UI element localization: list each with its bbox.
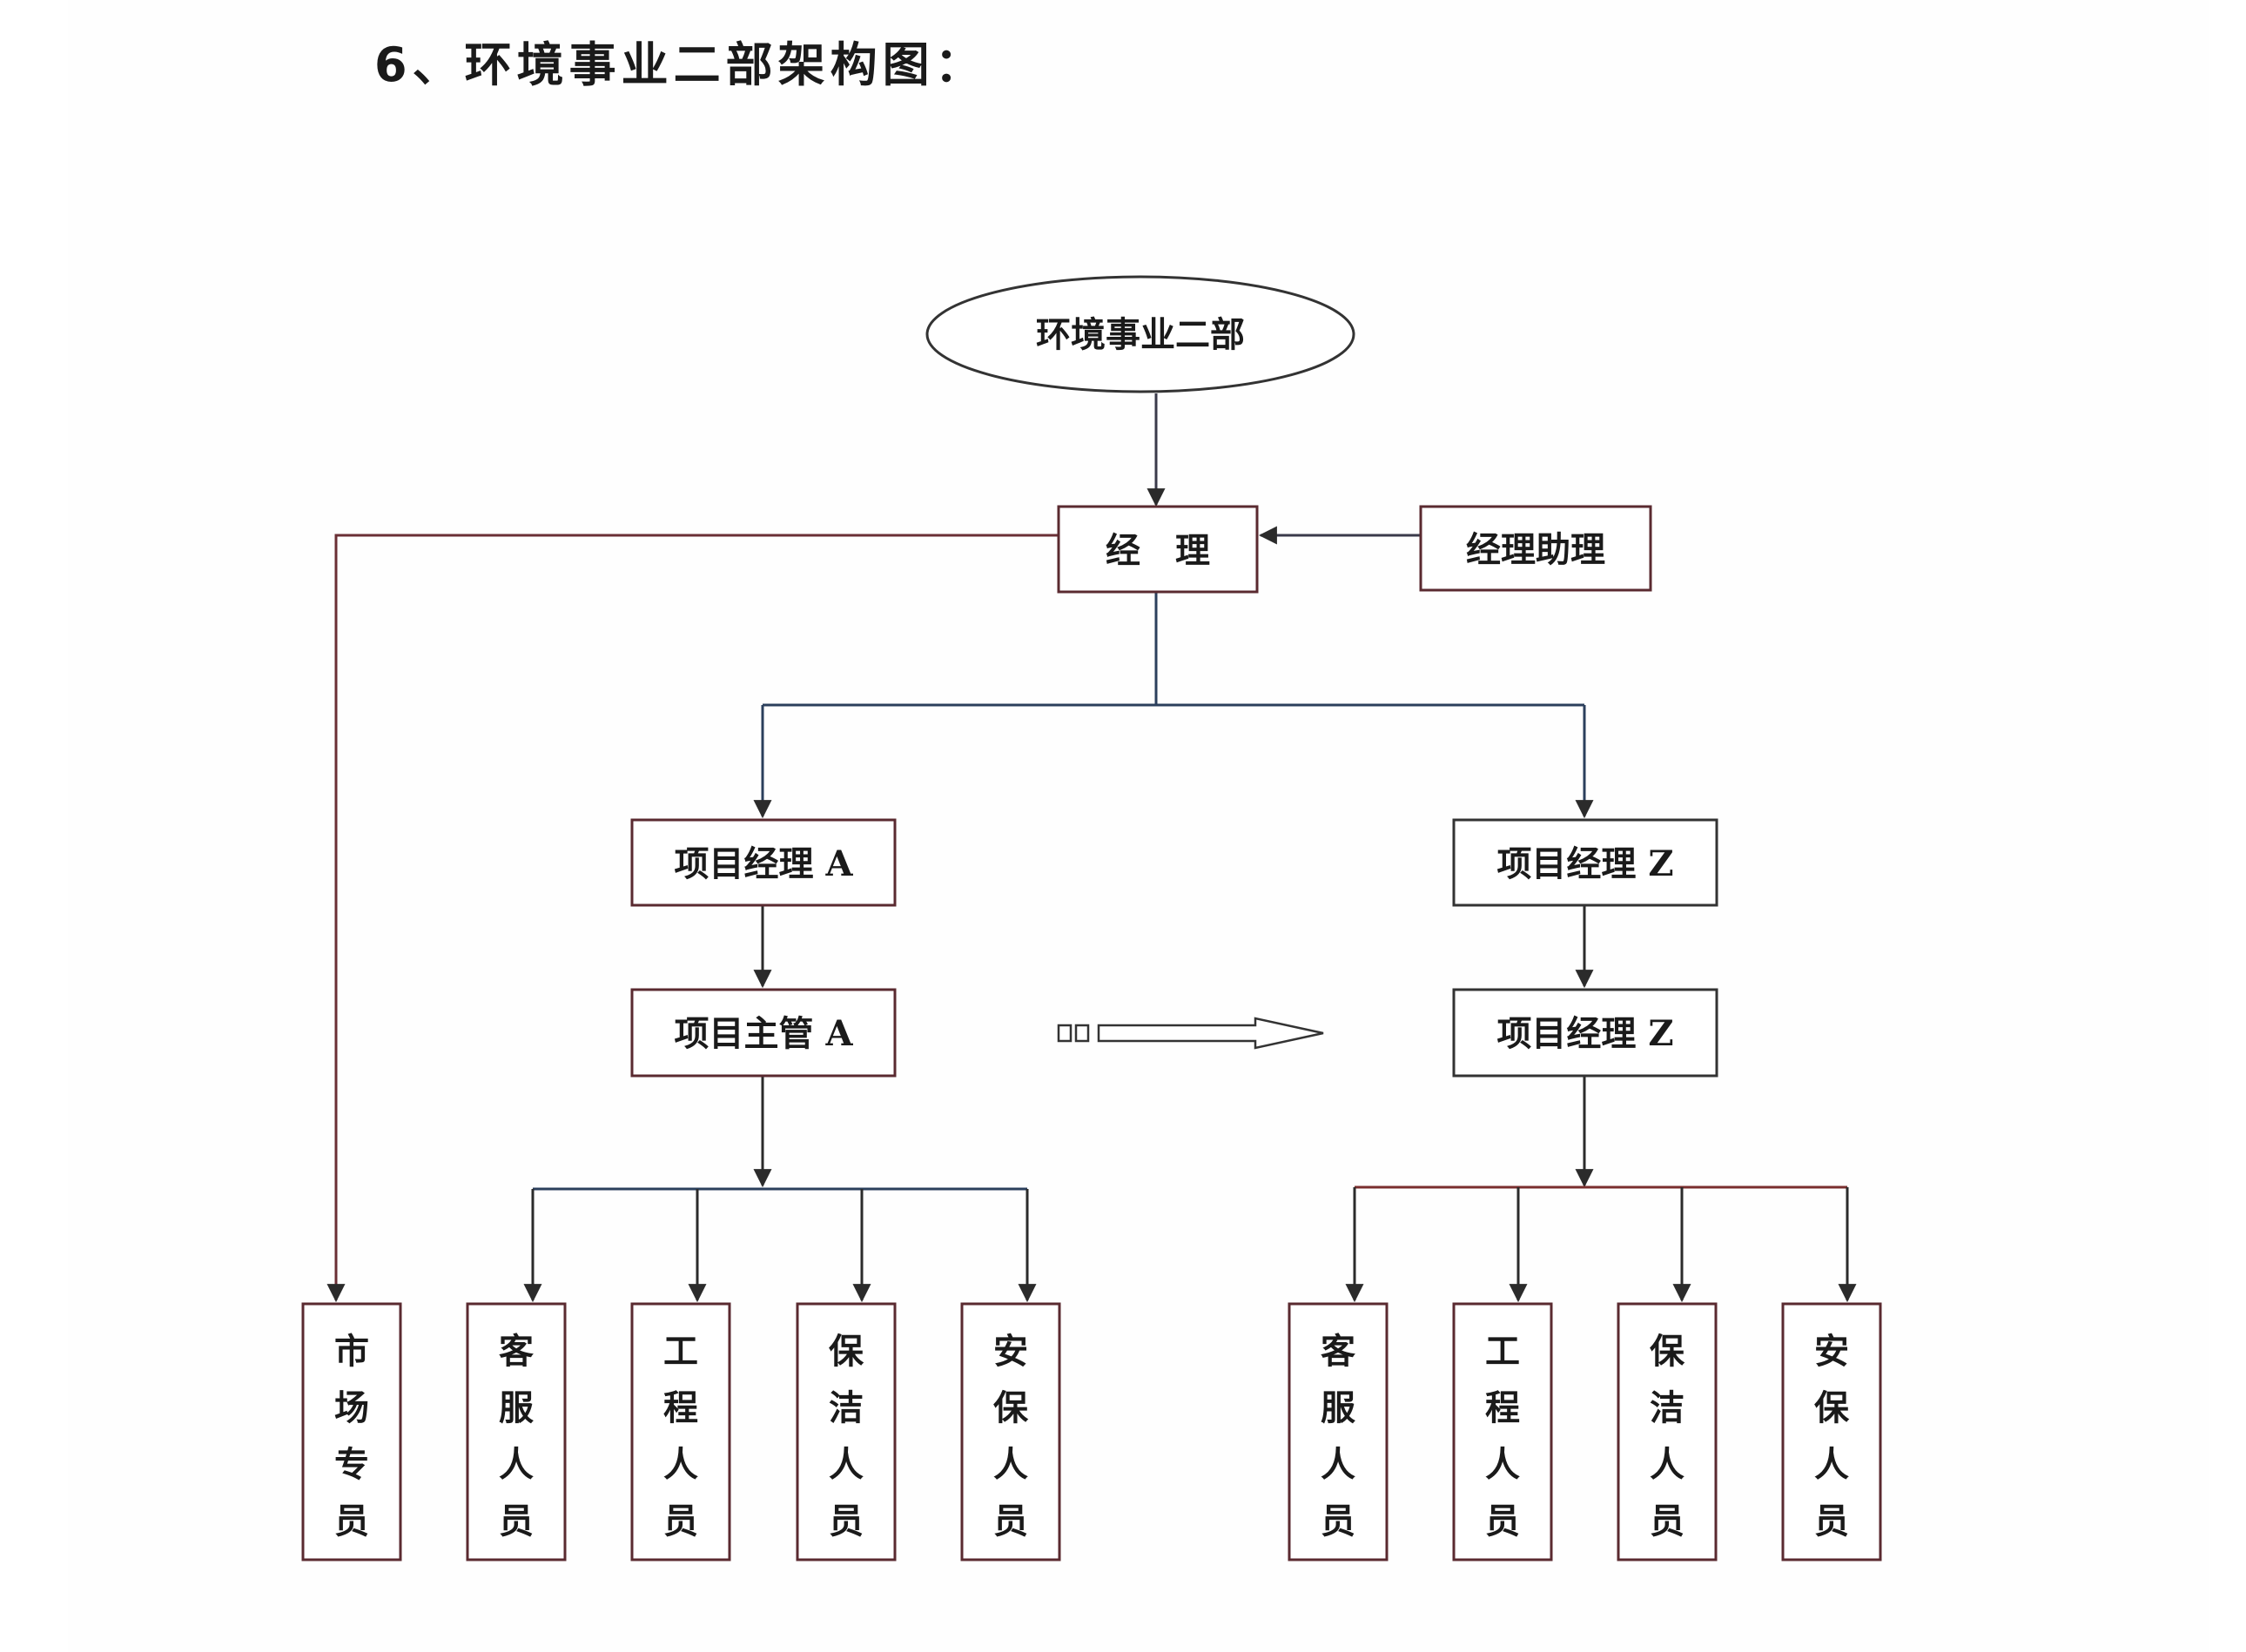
left-engineering-staff-label: 工程人员: [663, 1331, 698, 1541]
market-specialist-box: [301, 1302, 402, 1561]
supervisor-a-node: 项目主管 A: [630, 988, 897, 1078]
left-security-staff-label: 安保人员: [993, 1331, 1029, 1541]
root-node: 环境事业二部: [925, 275, 1355, 393]
right-security-staff-box: [1781, 1302, 1882, 1561]
supervisor-a-label: 项目主管 A: [675, 1013, 854, 1054]
project-manager-z-label: 项目经理 Z: [1496, 843, 1673, 884]
root-label: 环境事业二部: [1036, 314, 1245, 355]
right-engineering-staff-label: 工程人员: [1485, 1331, 1520, 1541]
left-customer-service-label: 客服人员: [499, 1331, 534, 1541]
project-manager-a-label: 项目经理 A: [675, 843, 854, 884]
manager-node: 经 理: [1057, 505, 1259, 594]
right-security-staff-label: 安保人员: [1814, 1331, 1850, 1541]
left-customer-service-node: 客服人员: [466, 1302, 567, 1561]
assistant-box: [1419, 505, 1652, 592]
right-customer-service-node: 客服人员: [1288, 1302, 1389, 1561]
right-security-staff-node: 安保人员: [1781, 1302, 1882, 1561]
right-cleaning-staff-node: 保洁人员: [1617, 1302, 1718, 1561]
hollow-arrow-shape: [1097, 1017, 1324, 1050]
root-ellipse: [925, 275, 1355, 393]
right-customer-service-box: [1288, 1302, 1389, 1561]
left-security-staff-box: [960, 1302, 1061, 1561]
left-customer-service-box: [466, 1302, 567, 1561]
left-cleaning-staff-box: [796, 1302, 897, 1561]
market-specialist-node: 市场专员: [301, 1302, 402, 1561]
project-manager-z-box: [1452, 818, 1718, 907]
left-security-staff-node: 安保人员: [960, 1302, 1061, 1561]
manager-label: 经 理: [1106, 530, 1210, 571]
manager-to-market-line: [326, 534, 1059, 1303]
supervisor-a-box: [630, 988, 897, 1078]
supervisor-z-label: 项目经理 Z: [1496, 1013, 1673, 1054]
left-cleaning-staff-label: 保洁人员: [829, 1331, 864, 1541]
left-engineering-staff-node: 工程人员: [630, 1302, 731, 1561]
staff-boxes: 市场专员 客服人员 工程人员 保洁人员 安保人员 客服人员 工程人员 保洁人员 安保人员: [301, 1302, 1882, 1561]
right-customer-service-label: 客服人员: [1321, 1331, 1355, 1541]
assistant-label: 经理助理: [1466, 529, 1605, 570]
right-cleaning-staff-label: 保洁人员: [1650, 1331, 1685, 1541]
left-engineering-staff-box: [630, 1302, 731, 1561]
page-title: 6、环境事业二部架构图：: [374, 37, 987, 92]
supervisor-z-node: 项目经理 Z: [1452, 988, 1718, 1078]
left-cleaning-staff-node: 保洁人员: [796, 1302, 897, 1561]
right-engineering-staff-node: 工程人员: [1452, 1302, 1553, 1561]
market-specialist-label: 市场专员: [334, 1331, 369, 1541]
continuation-square-2: [1074, 1024, 1090, 1043]
project-manager-a-node: 项目经理 A: [630, 818, 897, 907]
assistant-node: 经理助理: [1419, 505, 1652, 592]
connector-lines: [326, 393, 1857, 1303]
manager-box: [1057, 505, 1259, 594]
continuation-square-1: [1057, 1024, 1073, 1043]
right-engineering-staff-box: [1452, 1302, 1553, 1561]
supervisor-z-box: [1452, 988, 1718, 1078]
right-cleaning-staff-box: [1617, 1302, 1718, 1561]
project-manager-z-node: 项目经理 Z: [1452, 818, 1718, 907]
project-manager-a-box: [630, 818, 897, 907]
continuation-arrow: [1057, 1017, 1324, 1050]
